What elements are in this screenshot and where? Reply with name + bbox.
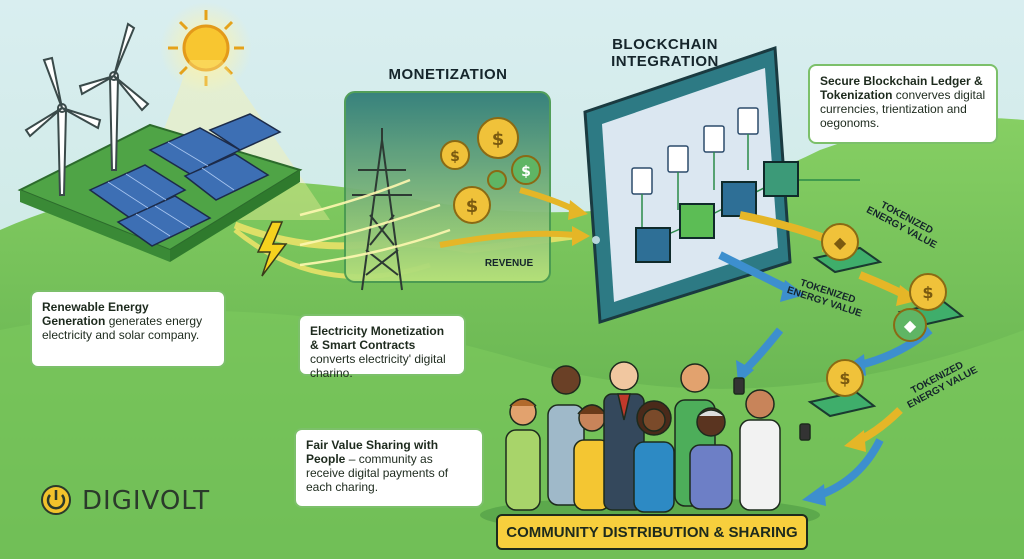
electricity-box-title: Electricity Monetization & Smart Contrac… (310, 324, 445, 352)
svg-text:◆: ◆ (904, 316, 917, 335)
blockchain-title: BLOCKCHAIN INTEGRATION (611, 36, 719, 70)
dollar-coin-icon (440, 117, 541, 224)
wind-turbine-icon (24, 22, 150, 196)
electricity-box-text: converts electricity' digital charino. (310, 352, 446, 380)
brand-name: DIGIVOLT (82, 486, 211, 516)
svg-text:◆: ◆ (834, 233, 847, 252)
fair-value-box-text: – community as receive digital payments … (306, 452, 449, 494)
fair-value-box: Fair Value Sharing with People – communi… (294, 428, 484, 508)
svg-text:$: $ (922, 283, 933, 302)
renewable-box-text: generates energy electricity and solar c… (42, 314, 203, 342)
token-coin-icon (821, 223, 947, 397)
ledger-box-title: Secure Blockchain Ledger & Tokenization (820, 74, 983, 102)
renewable-box: Renewable Energy Generation generates en… (30, 290, 226, 368)
lightning-icon (256, 221, 288, 277)
brand-logo: DIGIVOLT (38, 486, 210, 516)
svg-text:$: $ (839, 369, 850, 388)
revenue-arrow (572, 226, 590, 246)
renewable-box-title: Renewable Energy Generation (42, 300, 149, 328)
ledger-box: Secure Blockchain Ledger & Tokenization … (808, 64, 998, 144)
monetization-title: MONETIZATION (388, 66, 508, 83)
power-icon (41, 485, 71, 515)
svg-text:$: $ (492, 129, 505, 150)
solar-panel-icon (88, 113, 282, 247)
electricity-box: Electricity Monetization & Smart Contrac… (298, 314, 466, 380)
revenue-label: REVENUE (484, 258, 534, 269)
svg-text:$: $ (466, 196, 479, 217)
svg-text:$: $ (450, 149, 460, 165)
ledger-box-text: converves digital currencies, trientizat… (820, 88, 986, 130)
svg-text:$: $ (521, 164, 531, 180)
power-tower-icon (352, 128, 412, 291)
fair-value-box-title: Fair Value Sharing with People (306, 438, 439, 466)
blockchain-block-icon (635, 161, 799, 263)
community-banner: COMMUNITY DISTRIBUTION & SHARING (496, 514, 808, 550)
